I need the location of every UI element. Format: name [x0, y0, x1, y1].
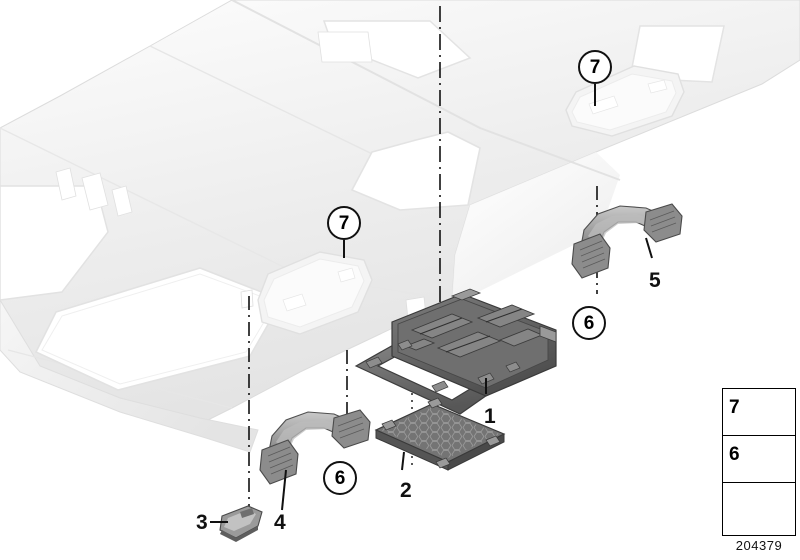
console-cover-part2	[374, 397, 506, 471]
callout-5[interactable]: 5	[649, 269, 661, 292]
legend-cell-arrow	[723, 483, 795, 537]
callout-label: 6	[583, 312, 595, 334]
legend-box: 7 6	[722, 388, 796, 536]
grab-handle-part5	[571, 203, 683, 279]
roof-opening-lower-left	[34, 267, 284, 391]
callout-1[interactable]: 1	[484, 405, 496, 428]
legend-label-6: 6	[729, 444, 740, 465]
headliner-panel	[0, 0, 800, 453]
callout-2[interactable]: 2	[400, 479, 412, 502]
leader-lines	[210, 84, 653, 523]
callout-7-right[interactable]: 7	[578, 50, 612, 84]
legend-cell-7: 7	[723, 389, 795, 436]
headliner-vent-slots	[55, 167, 133, 217]
callout-6-left[interactable]: 6	[323, 461, 357, 495]
callout-4[interactable]: 4	[274, 511, 286, 534]
callout-6-right[interactable]: 6	[572, 306, 606, 340]
legend-cell-6: 6	[723, 436, 795, 483]
callout-label: 7	[589, 56, 601, 78]
callout-3[interactable]: 3	[196, 511, 208, 534]
callout-label: 6	[334, 467, 346, 489]
wedge-clip-part3	[219, 505, 263, 542]
callout-7-left[interactable]: 7	[327, 206, 361, 240]
callout-label: 7	[338, 212, 350, 234]
grab-handle-cover-left	[257, 251, 373, 335]
headliner-vent-rect	[317, 31, 373, 63]
legend-label-7: 7	[729, 397, 740, 418]
roof-opening-upper-right	[629, 25, 725, 83]
grab-handle-part4	[259, 409, 371, 485]
roof-opening-sunroof	[350, 131, 481, 211]
drawing-number: 204379	[735, 538, 783, 553]
grab-handle-cover-right	[565, 65, 685, 137]
roof-console-part1	[354, 288, 557, 415]
roof-opening-left	[0, 185, 109, 301]
